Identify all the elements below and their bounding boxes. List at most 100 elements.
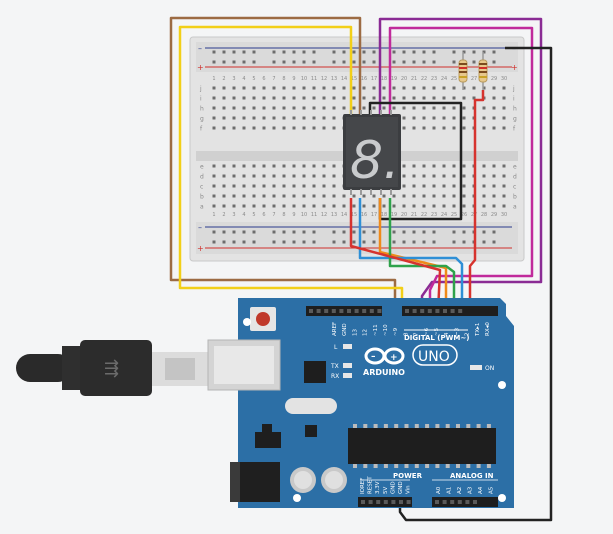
breadboard-hole[interactable] (482, 164, 486, 168)
rail-hole[interactable] (432, 240, 436, 244)
breadboard-hole[interactable] (392, 194, 396, 198)
breadboard-hole[interactable] (442, 204, 446, 208)
breadboard-hole[interactable] (462, 126, 466, 130)
header-pin[interactable] (377, 309, 382, 313)
breadboard-hole[interactable] (462, 194, 466, 198)
breadboard-hole[interactable] (232, 116, 236, 120)
breadboard-hole[interactable] (332, 86, 336, 90)
breadboard-hole[interactable] (312, 164, 316, 168)
breadboard-hole[interactable] (452, 86, 456, 90)
breadboard-hole[interactable] (222, 174, 226, 178)
header-pin[interactable] (316, 309, 321, 313)
breadboard-hole[interactable] (222, 96, 226, 100)
breadboard-hole[interactable] (372, 86, 376, 90)
header-pin[interactable] (427, 309, 432, 313)
breadboard-hole[interactable] (242, 204, 246, 208)
breadboard-hole[interactable] (452, 96, 456, 100)
rail-hole[interactable] (372, 50, 376, 54)
breadboard-hole[interactable] (422, 116, 426, 120)
breadboard-hole[interactable] (402, 194, 406, 198)
rail-hole[interactable] (482, 240, 486, 244)
wire-green[interactable] (388, 198, 456, 312)
breadboard-hole[interactable] (502, 164, 506, 168)
breadboard-hole[interactable] (402, 116, 406, 120)
breadboard-hole[interactable] (262, 174, 266, 178)
rail-hole[interactable] (492, 60, 496, 64)
rail-hole[interactable] (372, 230, 376, 234)
header-pin[interactable] (362, 309, 367, 313)
breadboard-hole[interactable] (372, 194, 376, 198)
header-pin[interactable] (369, 309, 374, 313)
breadboard-hole[interactable] (482, 106, 486, 110)
breadboard-hole[interactable] (422, 106, 426, 110)
wire-yellow[interactable] (178, 25, 404, 312)
breadboard-hole[interactable] (452, 174, 456, 178)
breadboard-hole[interactable] (352, 204, 356, 208)
breadboard-hole[interactable] (332, 106, 336, 110)
rail-hole[interactable] (472, 50, 476, 54)
breadboard-hole[interactable] (232, 96, 236, 100)
header-pin[interactable] (465, 500, 470, 504)
breadboard-hole[interactable] (312, 96, 316, 100)
rail-hole[interactable] (282, 240, 286, 244)
breadboard-hole[interactable] (322, 106, 326, 110)
wire-black-gnd[interactable] (398, 46, 553, 522)
breadboard-hole[interactable] (242, 106, 246, 110)
rail-hole[interactable] (252, 230, 256, 234)
rail-hole[interactable] (292, 50, 296, 54)
rail-hole[interactable] (242, 50, 246, 54)
breadboard-hole[interactable] (302, 164, 306, 168)
breadboard-hole[interactable] (282, 164, 286, 168)
breadboard-hole[interactable] (222, 194, 226, 198)
breadboard-hole[interactable] (492, 126, 496, 130)
breadboard-hole[interactable] (322, 86, 326, 90)
rail-hole[interactable] (492, 50, 496, 54)
header-pin[interactable] (405, 309, 409, 313)
breadboard-hole[interactable] (492, 116, 496, 120)
breadboard-hole[interactable] (442, 184, 446, 188)
header-pin[interactable] (376, 500, 381, 504)
rail-hole[interactable] (332, 60, 336, 64)
breadboard-hole[interactable] (402, 164, 406, 168)
breadboard-hole[interactable] (502, 204, 506, 208)
breadboard-hole[interactable] (412, 184, 416, 188)
header-pin[interactable] (420, 309, 425, 313)
breadboard-hole[interactable] (362, 194, 366, 198)
breadboard-hole[interactable] (492, 204, 496, 208)
breadboard-hole[interactable] (212, 164, 216, 168)
breadboard-hole[interactable] (502, 126, 506, 130)
breadboard-hole[interactable] (452, 164, 456, 168)
breadboard-hole[interactable] (432, 126, 436, 130)
breadboard-hole[interactable] (422, 164, 426, 168)
rail-hole[interactable] (312, 60, 316, 64)
breadboard-hole[interactable] (232, 174, 236, 178)
breadboard-hole[interactable] (292, 194, 296, 198)
breadboard-hole[interactable] (282, 194, 286, 198)
breadboard-hole[interactable] (452, 116, 456, 120)
breadboard-hole[interactable] (312, 116, 316, 120)
rail-hole[interactable] (212, 240, 216, 244)
breadboard-hole[interactable] (302, 184, 306, 188)
rail-hole[interactable] (312, 50, 316, 54)
breadboard-hole[interactable] (432, 204, 436, 208)
rail-hole[interactable] (392, 240, 396, 244)
rail-hole[interactable] (412, 60, 416, 64)
rail-hole[interactable] (242, 230, 246, 234)
rail-hole[interactable] (482, 230, 486, 234)
rail-hole[interactable] (362, 230, 366, 234)
rail-hole[interactable] (252, 60, 256, 64)
breadboard-hole[interactable] (302, 194, 306, 198)
breadboard-hole[interactable] (402, 174, 406, 178)
wire-orange[interactable] (378, 198, 448, 312)
breadboard-hole[interactable] (492, 86, 496, 90)
breadboard-hole[interactable] (312, 194, 316, 198)
breadboard-hole[interactable] (222, 204, 226, 208)
breadboard-hole[interactable] (382, 194, 386, 198)
breadboard-hole[interactable] (242, 164, 246, 168)
rail-hole[interactable] (482, 50, 486, 54)
breadboard-hole[interactable] (402, 96, 406, 100)
breadboard-hole[interactable] (292, 174, 296, 178)
breadboard-hole[interactable] (292, 204, 296, 208)
breadboard-hole[interactable] (342, 86, 346, 90)
rail-hole[interactable] (292, 230, 296, 234)
